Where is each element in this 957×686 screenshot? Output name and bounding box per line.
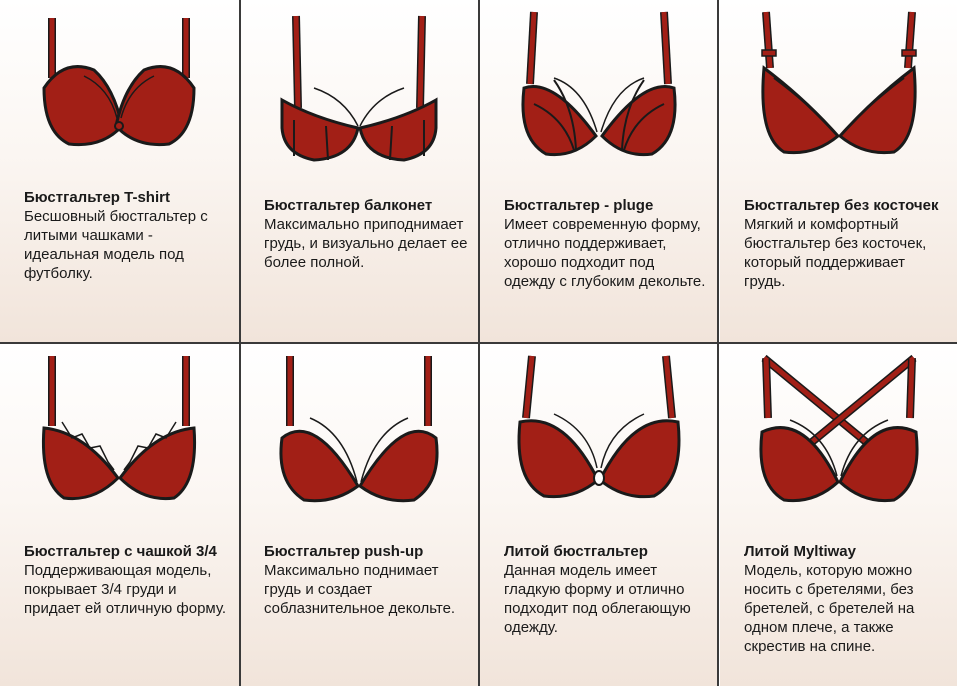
card-description: Данная модель имеет гладкую форму и отли… [504,562,691,636]
card-balconette-bra: Бюстгальтер балконет Максимально приподн… [240,0,479,343]
multiway-bra-icon [734,352,944,522]
card-title: Бюстгальтер балконет [264,197,433,214]
card-caption: Бюстгальтер - pluge Имеет современную фо… [504,196,709,291]
card-plunge-bra: Бюстгальтер - pluge Имеет современную фо… [480,0,719,343]
card-wireless-bra: Бюстгальтер без косточек Мягкий и комфор… [720,0,957,343]
card-three-quarter-cup-bra: Бюстгальтер с чашкой 3/4 Поддерживающая … [0,344,239,686]
card-title: Бюстгальтер T-shirt [24,189,170,206]
molded-bra-icon [494,352,704,522]
card-description: Максимально поднимает грудь и создает со… [264,562,456,617]
card-caption: Бюстгальтер T-shirt Бесшовный бюстгальте… [24,188,229,283]
card-caption: Бюстгальтер балконет Максимально приподн… [264,196,469,272]
card-multiway-bra: Литой Myltiway Модель, которую можно нос… [720,344,957,686]
wireless-bra-icon [734,8,944,178]
card-caption: Бюстгальтер без косточек Мягкий и комфор… [744,196,949,291]
card-description: Поддерживающая модель, покрывает 3/4 гру… [24,562,227,617]
pushup-bra-icon [254,352,464,522]
card-description: Максимально приподнимает грудь, и визуал… [264,216,468,271]
card-caption: Литой Myltiway Модель, которую можно нос… [744,542,949,656]
card-caption: Литой бюстгальтер Данная модель имеет гл… [504,542,709,637]
three-quarter-cup-bra-icon [14,352,224,522]
card-title: Бюстгальтер - pluge [504,197,654,214]
card-title: Бюстгальтер с чашкой 3/4 [24,543,217,560]
card-pushup-bra: Бюстгальтер push-up Максимально поднимае… [240,344,479,686]
card-tshirt-bra: Бюстгальтер T-shirt Бесшовный бюстгальте… [0,0,239,343]
plunge-bra-icon [494,8,704,178]
card-caption: Бюстгальтер с чашкой 3/4 Поддерживающая … [24,542,229,618]
card-title: Бюстгальтер без косточек [744,197,939,214]
balconette-bra-icon [254,8,464,178]
card-title: Бюстгальтер push-up [264,543,424,560]
tshirt-bra-icon [14,8,224,178]
card-description: Бесшовный бюстгальтер с литыми чашками -… [24,208,208,282]
card-molded-bra: Литой бюстгальтер Данная модель имеет гл… [480,344,719,686]
card-description: Имеет современную форму, отлично поддерж… [504,216,706,290]
card-caption: Бюстгальтер push-up Максимально поднимае… [264,542,469,618]
card-description: Мягкий и комфортный бюстгальтер без кост… [744,216,927,290]
card-description: Модель, которую можно носить с бретелями… [744,562,915,655]
card-title: Литой Myltiway [744,543,856,560]
row-divider [0,342,957,344]
card-title: Литой бюстгальтер [504,543,648,560]
